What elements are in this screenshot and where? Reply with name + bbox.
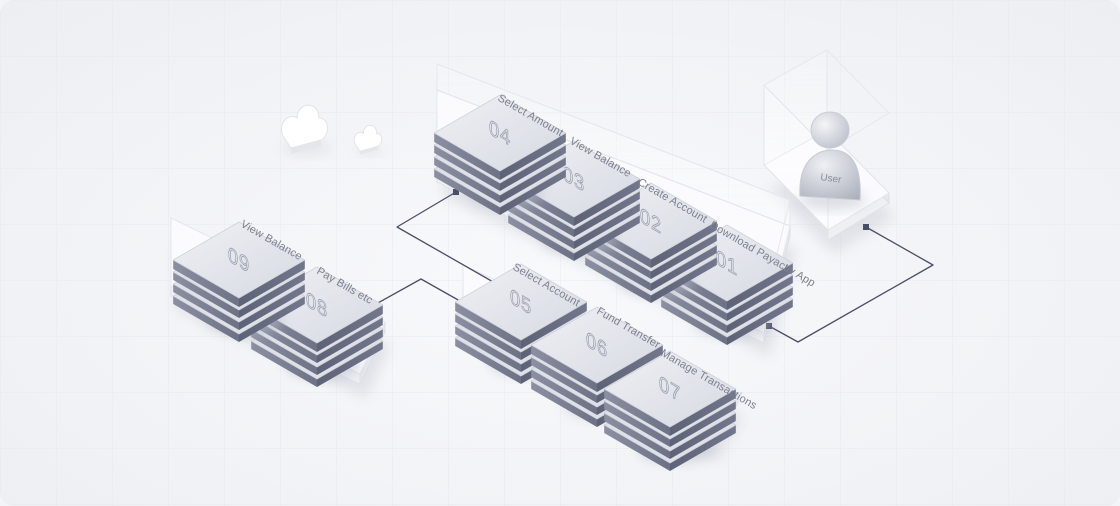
server-layer-1-06-left: [531, 357, 597, 403]
server-layer-2-01-left: [661, 287, 727, 333]
server-cap-08-right: [317, 305, 383, 352]
server-node-07: 07: [603, 350, 737, 471]
server-node-04: 04: [433, 94, 567, 215]
server-layer-3-04-left: [434, 169, 500, 215]
cloud-icon-body: [281, 104, 328, 149]
server-cap-04-left: [434, 133, 500, 180]
user-head: [810, 111, 850, 149]
connector-04-to-05-line: [396, 191, 503, 288]
server-layer-3-01-left: [661, 299, 727, 345]
server-node-09: 09: [172, 221, 306, 342]
server-layer-3-03-right: [574, 215, 640, 261]
server-layer-1-08-right: [317, 317, 383, 363]
server-layer-3-05-left: [455, 338, 521, 384]
server-layer-2-09-left: [173, 284, 239, 330]
server-cap-05-left: [455, 302, 521, 349]
server-cap-06-right: [597, 345, 663, 392]
clouds: [281, 104, 385, 156]
server-layer-1-03-right: [574, 191, 640, 237]
server-layer-3-01-right: [727, 299, 793, 345]
cloud-icon-side: [291, 140, 321, 154]
server-layer-1-01-right: [727, 275, 793, 321]
server-layer-2-06-left: [531, 369, 597, 415]
server-layer-3-06-left: [531, 381, 597, 427]
server-layer-3-08-right: [317, 341, 383, 387]
server-layer-1-04-left: [434, 145, 500, 191]
server-layer-3-02-right: [651, 257, 717, 303]
user-glass-rim: [763, 49, 890, 151]
server-cap-04-right: [500, 133, 566, 180]
server-cap-09: [172, 221, 306, 307]
server-node-03: 03: [507, 140, 641, 261]
connector-04-to-05-end-0: [453, 189, 459, 195]
server-layer-1-05-left: [455, 314, 521, 360]
server-cap-04: [433, 94, 567, 180]
server-cap-04-top: [433, 94, 567, 172]
server-layer-1-02-right: [651, 233, 717, 279]
server-layer-2-03-right: [574, 203, 640, 249]
server-layer-3-09-left: [173, 296, 239, 342]
server-cap-03-right: [574, 179, 640, 226]
server-cap-06-left: [531, 345, 597, 392]
server-cap-05-top: [454, 263, 588, 341]
connector-user-to-01-end-0: [863, 224, 869, 230]
cloud-icon-side: [359, 146, 378, 155]
server-cap-07-right: [670, 389, 736, 436]
user-label: User: [820, 172, 843, 186]
server-layer-2-02-right: [651, 245, 717, 291]
server-cap-07-left: [604, 389, 670, 436]
server-layer-1-04-right: [500, 145, 566, 191]
server-layer-2-05-left: [455, 326, 521, 372]
server-layer-2-08-right: [317, 329, 383, 375]
server-layer-2-07-left: [604, 413, 670, 459]
server-layer-3-08-left: [251, 341, 317, 387]
cloud-icon-body: [353, 125, 383, 152]
user-body: [799, 149, 861, 201]
server-layer-3-09-right: [239, 296, 305, 342]
server-layer-3-07-left: [604, 425, 670, 471]
server-layer-2-03-left: [508, 203, 574, 249]
server-cap-07: [603, 350, 737, 436]
server-cap-09-top: [172, 221, 306, 299]
cloud-icon: [281, 104, 333, 156]
server-layer-2-04-left: [434, 157, 500, 203]
server-layer-3-02-left: [585, 257, 651, 303]
server-layer-2-07-right: [670, 413, 736, 459]
user-node: User: [798, 111, 866, 210]
server-layer-2-02-left: [585, 245, 651, 291]
server-layer-3-07-right: [670, 425, 736, 471]
server-layer-1-07-left: [604, 401, 670, 447]
server-cap-07-top: [603, 350, 737, 428]
server-cap-02-right: [651, 221, 717, 268]
server-layer-1-07-right: [670, 401, 736, 447]
server-cap-05: [454, 263, 588, 349]
connector-user-to-01-line: [768, 226, 934, 343]
user-icon: User: [798, 111, 866, 210]
server-layer-2-09-right: [239, 284, 305, 330]
server-cap-09-left: [173, 260, 239, 307]
server-cap-09-right: [239, 260, 305, 307]
server-layer-2-01-right: [727, 287, 793, 333]
server-layer-1-09-right: [239, 272, 305, 318]
server-layer-3-03-left: [508, 215, 574, 261]
server-cap-06: [530, 306, 664, 392]
server-cap-05-right: [521, 302, 587, 349]
server-cap-06-top: [530, 306, 664, 384]
server-layer-2-04-right: [500, 157, 566, 203]
server-cap-01-right: [727, 263, 793, 310]
server-layer-2-08-left: [251, 329, 317, 375]
server-layer-1-09-left: [173, 272, 239, 318]
server-layer-3-04-right: [500, 169, 566, 215]
cloud-icon: [353, 125, 385, 156]
